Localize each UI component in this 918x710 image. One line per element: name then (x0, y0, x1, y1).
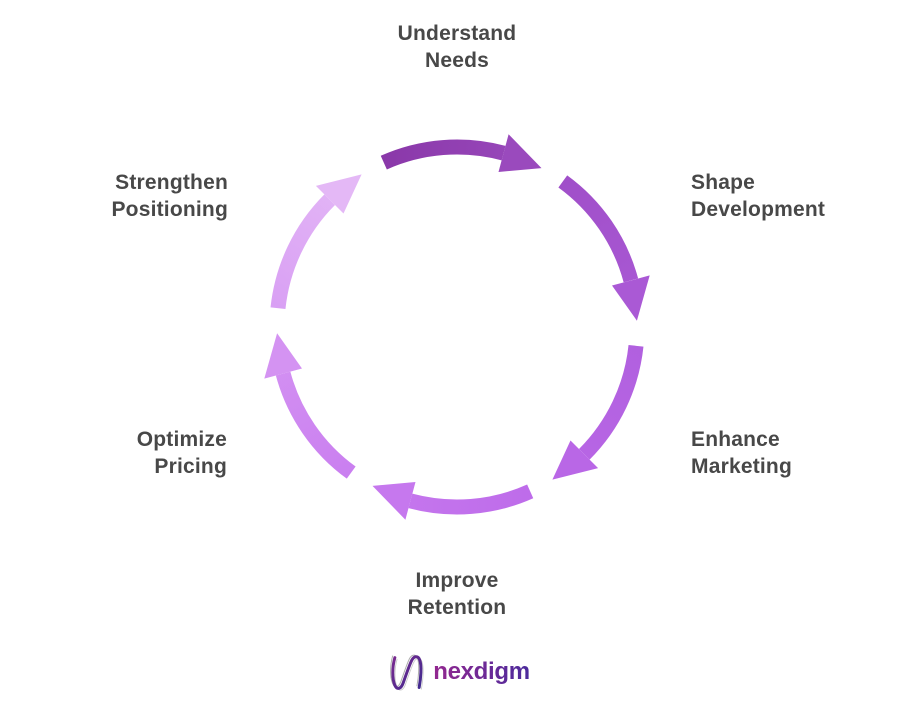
cycle-arrowhead (612, 275, 650, 321)
cycle-arrow-strengthen-positioning (270, 174, 362, 310)
cycle-arrowhead (552, 440, 599, 480)
label-line: Retention (407, 596, 507, 619)
cycle-arc (408, 484, 534, 515)
cycle-arc (558, 175, 639, 283)
cycle-arrow-understand-needs (380, 134, 542, 172)
label-line: Shape (691, 171, 756, 194)
label-strengthen-positioning: Strengthen Positioning (27, 169, 228, 223)
label-line: Marketing (691, 455, 792, 478)
cycle-arrow-optimize-pricing (264, 333, 356, 479)
cycle-arrowhead (372, 482, 416, 520)
label-line: Improve (415, 569, 499, 592)
label-optimize-pricing: Optimize Pricing (26, 426, 227, 480)
cycle-arc (380, 139, 506, 170)
cycle-arrow-improve-retention (372, 482, 534, 520)
label-improve-retention: Improve Retention (357, 567, 557, 621)
cycle-arrow-enhance-marketing (552, 344, 644, 480)
nexdigm-logo: nexdigm (0, 651, 918, 693)
cycle-arc (270, 194, 336, 310)
label-enhance-marketing: Enhance Marketing (691, 426, 792, 480)
label-shape-development: Shape Development (691, 169, 825, 223)
cycle-arrowhead (264, 333, 302, 379)
cycle-arrow-shape-development (558, 175, 650, 321)
cycle-arc (275, 371, 356, 479)
label-line: Positioning (111, 198, 228, 221)
label-line: Enhance (691, 428, 780, 451)
cycle-arrowhead (498, 134, 542, 172)
label-understand-needs: Understand Needs (357, 20, 557, 74)
label-line: Development (691, 198, 826, 221)
nexdigm-logo-text: nexdigm (433, 658, 530, 685)
label-line: Pricing (154, 455, 227, 478)
label-line: Understand (397, 22, 517, 45)
cycle-arc (578, 344, 644, 460)
label-line: Strengthen (115, 171, 228, 194)
cycle-arrowhead (315, 174, 362, 214)
label-line: Needs (424, 49, 490, 72)
label-line: Optimize (136, 428, 227, 451)
nexdigm-n-wave-icon (390, 654, 424, 691)
